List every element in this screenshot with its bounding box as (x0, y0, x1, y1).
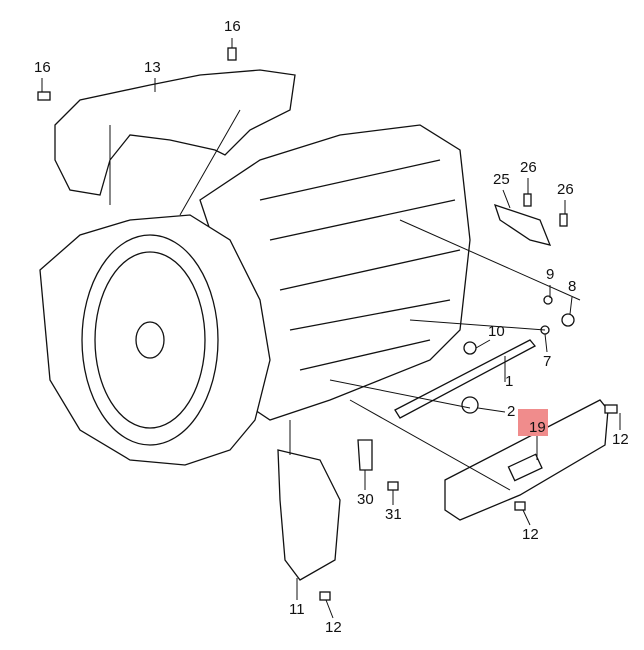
callout-12[interactable]: 12 (522, 526, 539, 543)
bracket-part-30 (357, 439, 373, 471)
cover-part-11 (277, 449, 341, 581)
highlight-box-19 (518, 409, 548, 436)
callout-12[interactable]: 12 (612, 431, 629, 448)
callout-9[interactable]: 9 (546, 266, 555, 283)
shaft-part-1 (394, 339, 537, 419)
callout-16[interactable]: 16 (224, 18, 241, 35)
heat-shield-part-13 (54, 69, 296, 196)
callout-19[interactable]: 19 (529, 419, 546, 436)
callout-8[interactable]: 8 (568, 278, 577, 295)
callout-2[interactable]: 2 (507, 403, 516, 420)
callout-26[interactable]: 26 (557, 181, 574, 198)
callout-12[interactable]: 12 (325, 619, 342, 636)
callout-11[interactable]: 11 (289, 601, 305, 618)
callout-25[interactable]: 25 (493, 171, 510, 188)
callout-31[interactable]: 31 (385, 506, 402, 523)
callout-10[interactable]: 10 (488, 323, 505, 340)
bolts (37, 47, 618, 601)
callout-7[interactable]: 7 (543, 353, 552, 370)
callout-1[interactable]: 1 (505, 373, 514, 390)
callout-13[interactable]: 13 (144, 59, 161, 76)
bracket-part-25 (493, 203, 552, 246)
callout-16[interactable]: 16 (34, 59, 51, 76)
callout-26[interactable]: 26 (520, 159, 537, 176)
callout-30[interactable]: 30 (357, 491, 374, 508)
filter-part-19 (444, 399, 609, 521)
